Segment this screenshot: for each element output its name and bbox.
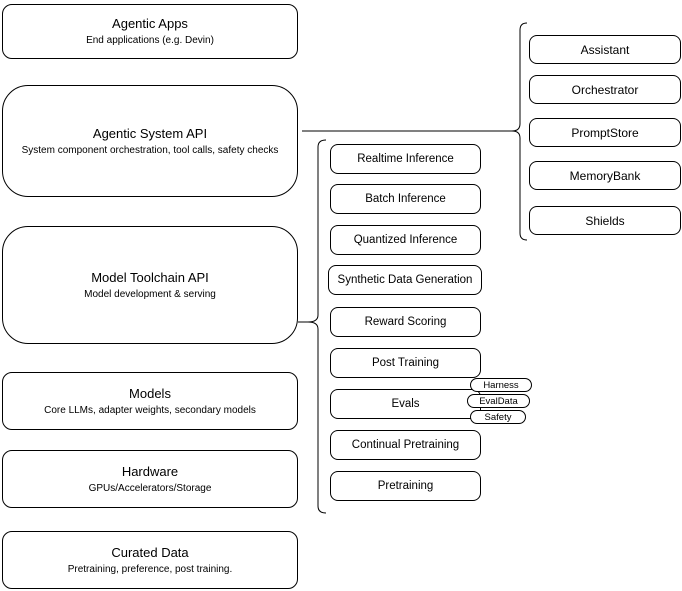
box-batch-inference: Batch Inference — [330, 184, 481, 214]
box-shields: Shields — [529, 206, 681, 235]
box-subtitle: Model development & serving — [84, 288, 216, 300]
brace-toolchain-components — [307, 139, 327, 514]
box-post-training: Post Training — [330, 348, 481, 378]
box-subtitle: Core LLMs, adapter weights, secondary mo… — [44, 404, 256, 416]
box-promptstore: PromptStore — [529, 118, 681, 147]
box-reward-scoring: Reward Scoring — [330, 307, 481, 337]
box-label: Synthetic Data Generation — [337, 274, 473, 286]
box-agentic-system-api: Agentic System API System component orch… — [2, 85, 298, 197]
box-title: Model Toolchain API — [91, 269, 209, 285]
box-subtitle: Pretraining, preference, post training. — [67, 563, 233, 575]
box-title: Hardware — [121, 463, 179, 479]
pill-label: EvalData — [479, 395, 518, 407]
pill-safety: Safety — [470, 410, 526, 424]
box-pretraining: Pretraining — [330, 471, 481, 501]
pill-evaldata: EvalData — [467, 394, 530, 408]
box-label: Continual Pretraining — [351, 439, 460, 451]
box-label: Realtime Inference — [357, 153, 454, 165]
box-realtime-inference: Realtime Inference — [330, 144, 481, 174]
box-orchestrator: Orchestrator — [529, 75, 681, 104]
pill-harness: Harness — [470, 378, 532, 392]
box-subtitle: GPUs/Accelerators/Storage — [88, 482, 212, 494]
box-label: Reward Scoring — [364, 316, 447, 328]
box-label: MemoryBank — [569, 168, 641, 183]
box-quantized-inference: Quantized Inference — [330, 225, 481, 255]
box-agentic-apps: Agentic Apps End applications (e.g. Devi… — [2, 4, 298, 59]
box-synthetic-data-generation: Synthetic Data Generation — [328, 265, 482, 295]
box-curated-data: Curated Data Pretraining, preference, po… — [2, 531, 298, 589]
box-memorybank: MemoryBank — [529, 161, 681, 190]
box-label: Shields — [585, 213, 625, 228]
box-label: Post Training — [371, 357, 440, 369]
box-label: Batch Inference — [365, 193, 446, 205]
box-subtitle: End applications (e.g. Devin) — [86, 35, 214, 46]
box-title: Models — [129, 385, 171, 401]
box-hardware: Hardware GPUs/Accelerators/Storage — [2, 450, 298, 508]
box-assistant: Assistant — [529, 35, 681, 64]
box-model-toolchain-api: Model Toolchain API Model development & … — [2, 226, 298, 344]
box-title: Curated Data — [111, 544, 189, 560]
box-label: Pretraining — [377, 480, 434, 492]
pill-label: Safety — [484, 411, 512, 423]
box-label: Evals — [391, 398, 420, 410]
pill-label: Harness — [483, 379, 519, 391]
box-title: Agentic System API — [92, 125, 208, 141]
brace-system-components — [511, 22, 528, 241]
box-label: Assistant — [580, 42, 630, 57]
box-evals: Evals — [330, 389, 481, 419]
box-models: Models Core LLMs, adapter weights, secon… — [2, 372, 298, 430]
box-label: PromptStore — [571, 125, 639, 140]
box-label: Orchestrator — [571, 82, 639, 97]
box-label: Quantized Inference — [353, 234, 458, 246]
box-title: Agentic Apps — [112, 16, 188, 31]
box-subtitle: System component orchestration, tool cal… — [21, 144, 279, 156]
box-continual-pretraining: Continual Pretraining — [330, 430, 481, 460]
